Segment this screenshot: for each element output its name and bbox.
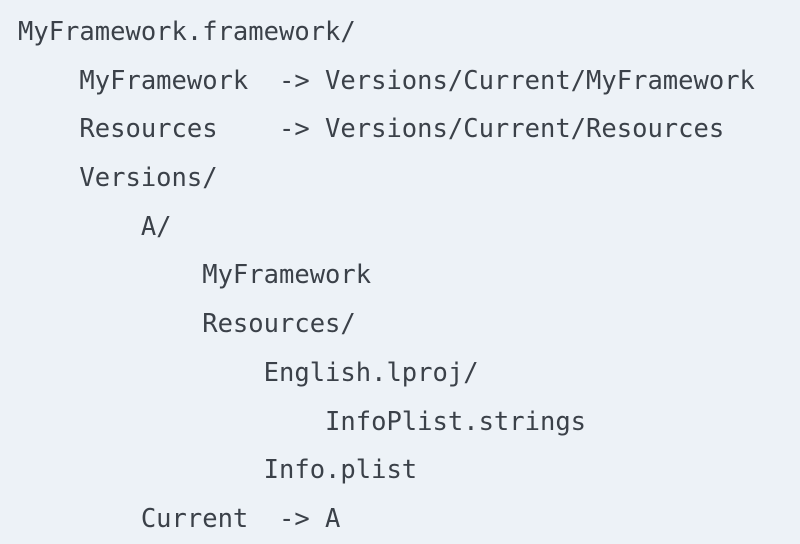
tree-line: A/ [18, 211, 172, 242]
tree-line: MyFramework [18, 260, 372, 291]
code-block: MyFramework.framework/ MyFramework -> Ve… [18, 17, 755, 534]
tree-line: MyFramework -> Versions/Current/MyFramew… [18, 65, 755, 96]
tree-line: Versions/ [18, 163, 218, 194]
tree-line: Resources/ [18, 309, 356, 340]
tree-line: MyFramework.framework/ [18, 17, 356, 47]
tree-line: Resources -> Versions/Current/Resources [18, 114, 725, 145]
tree-line: InfoPlist.strings [18, 406, 587, 437]
tree-line: Current -> A [18, 503, 341, 534]
directory-tree-listing: MyFramework.framework/ MyFramework -> Ve… [18, 8, 755, 544]
tree-line: English.lproj/ [18, 357, 479, 388]
tree-line: Info.plist [18, 455, 418, 486]
